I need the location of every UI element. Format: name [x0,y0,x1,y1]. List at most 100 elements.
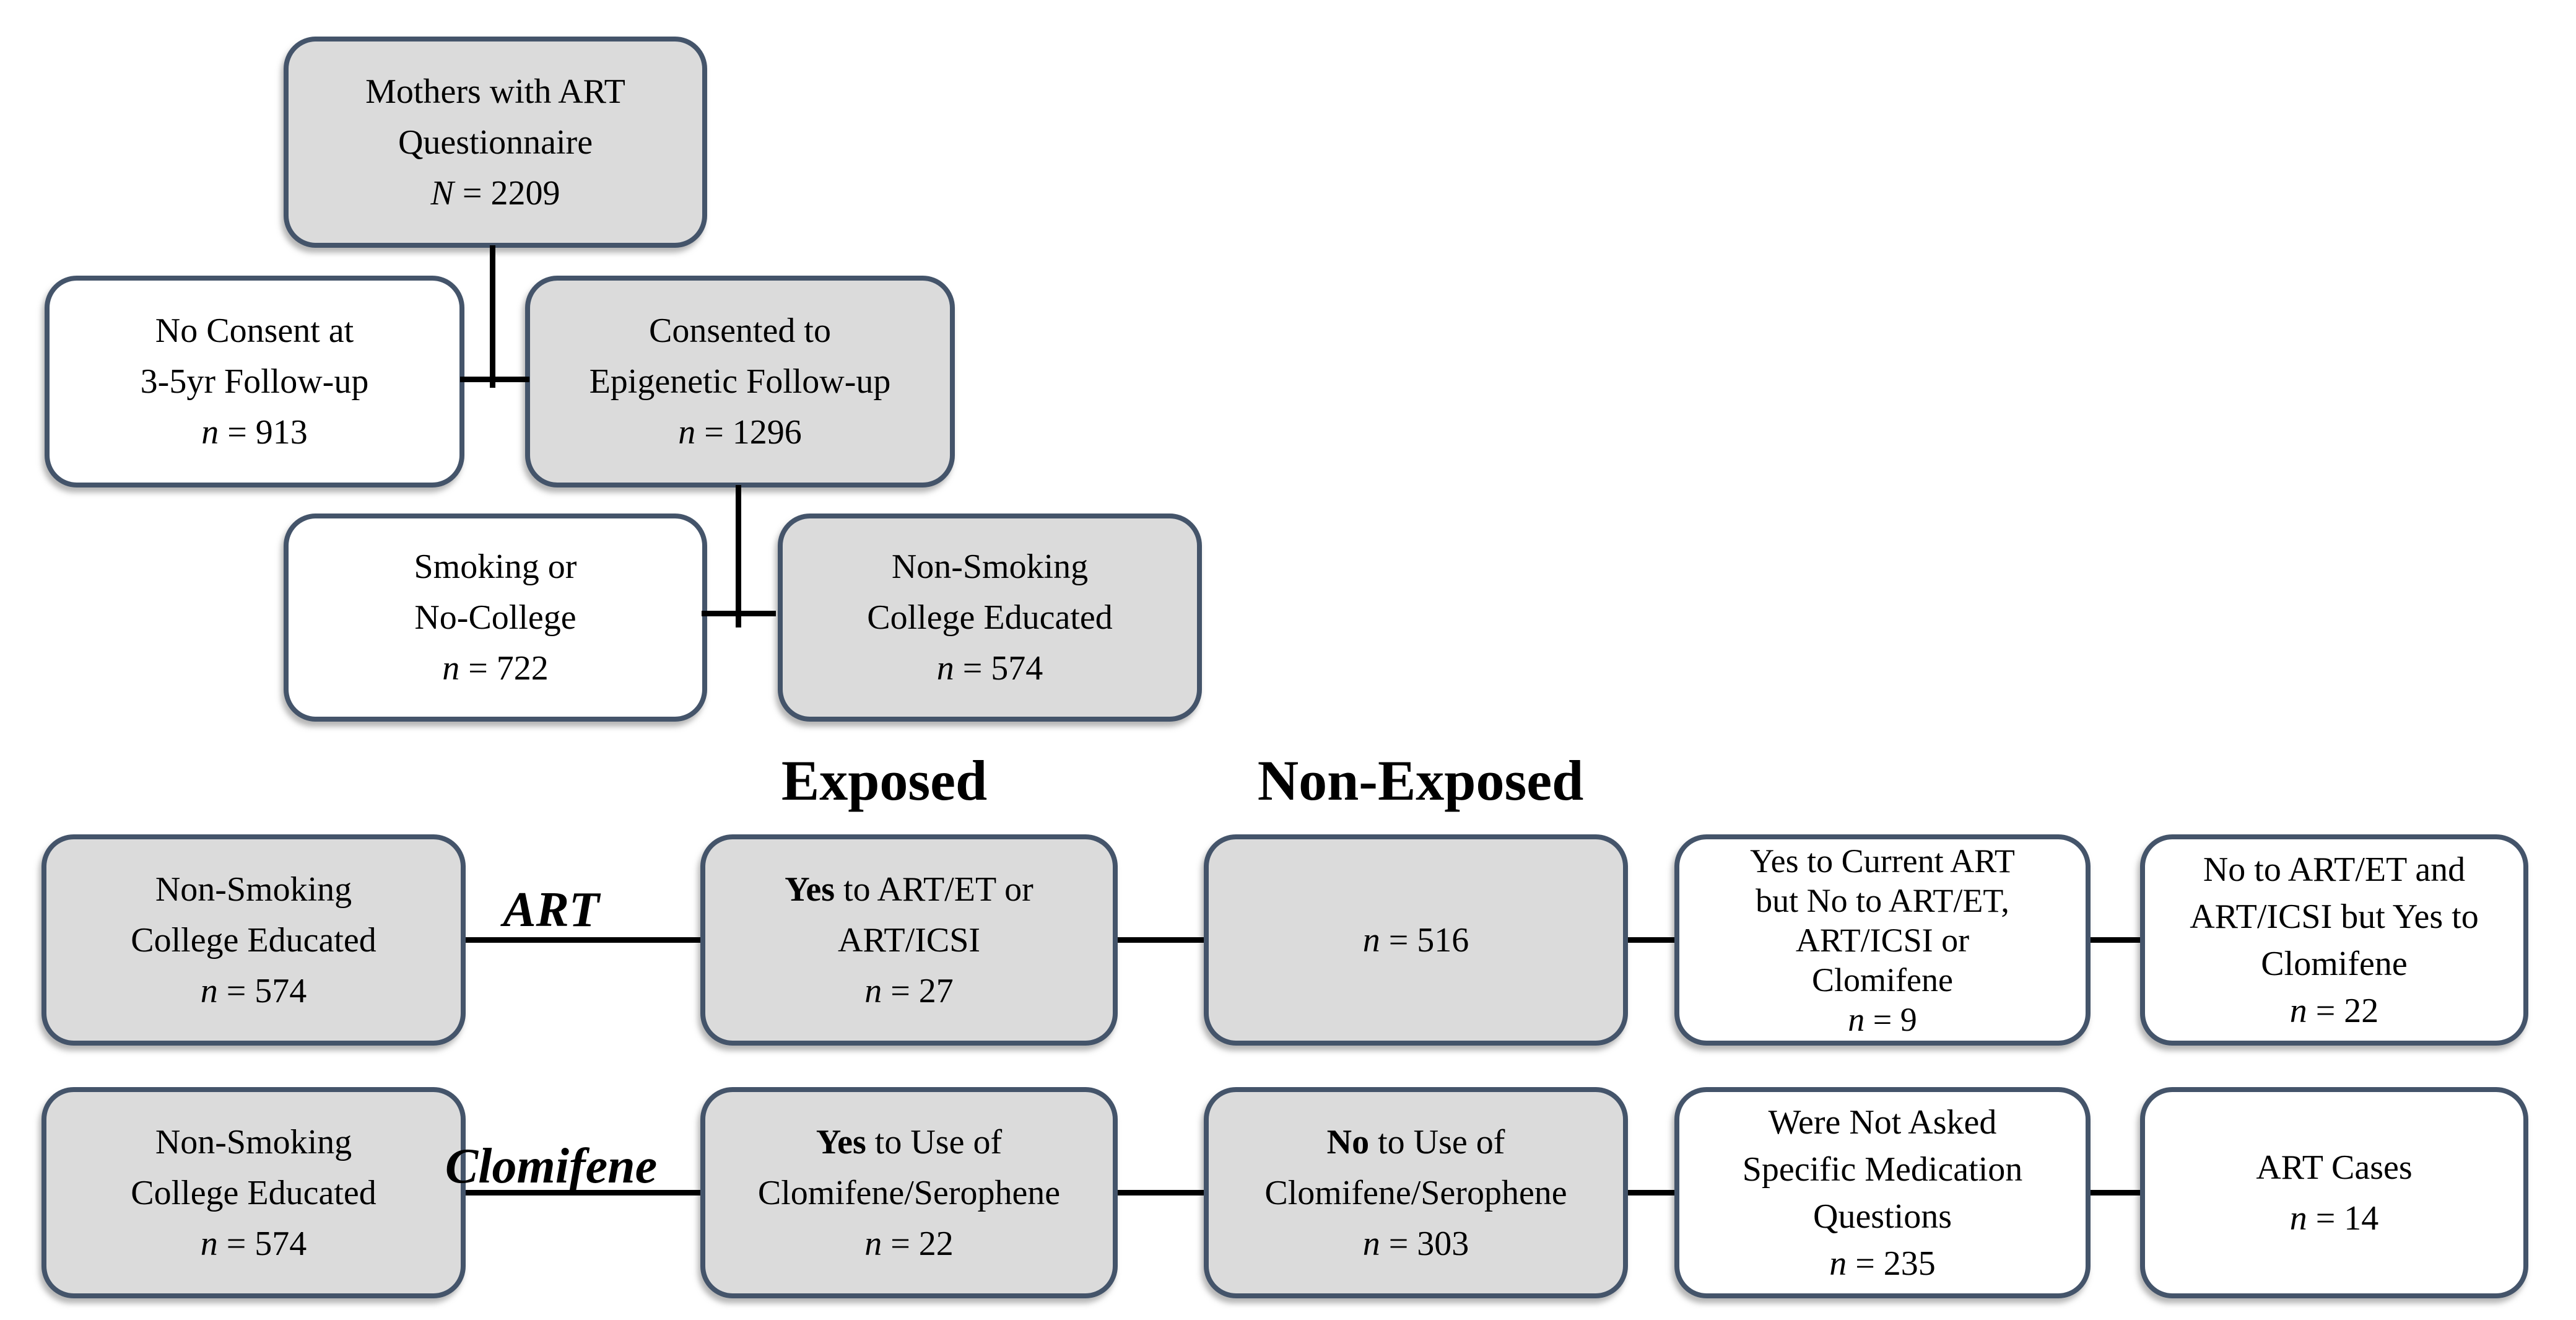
box-text-line: Questions [1813,1197,1952,1236]
box-art-cases: ART Cases n = 14 [2140,1087,2528,1298]
box-art-current-art-only: Yes to Current ART but No to ART/ET, ART… [1674,834,2091,1046]
box-n-line: N = 2209 [431,168,560,219]
box-text-line: but No to ART/ET, [1756,881,2009,919]
box-text-line: Consented to [649,312,831,350]
n-value: = 9 [1873,1000,1917,1038]
box-art-exposed: Yes to ART/ET or ART/ICSI n = 27 [700,834,1118,1046]
box-n-line: n = 27 [864,966,954,1016]
box-text-line: Specific Medication [1742,1150,2023,1189]
n-symbol: n [1362,1224,1380,1263]
bold-word: Yes [785,870,835,909]
connector-row2-horizontal [702,611,776,616]
header-exposed: Exposed [781,749,988,812]
box-art-non-exposed: n = 516 [1204,834,1628,1046]
n-symbol: n [201,413,219,452]
box-n-line: n = 722 [442,643,549,694]
box-text-line: No-College [414,598,577,637]
box-mothers-with-art: Mothers with ART Questionnaire N = 2209 [284,37,707,248]
box-n-line: n = 516 [1363,915,1469,966]
box-text-line: ART/ICSI but Yes to [2190,897,2479,936]
connector-row1-horizontal [460,377,529,382]
n-symbol: n [2289,1199,2307,1238]
n-value: = 235 [1855,1244,1936,1283]
box-no-consent: No Consent at 3-5yr Follow-up n = 913 [45,276,464,487]
box-text-line: College Educated [867,598,1113,637]
bold-word: No [1326,1122,1370,1161]
n-value: = 14 [2315,1199,2379,1238]
bold-word: Yes [816,1122,866,1161]
n-value: = 574 [226,971,307,1010]
connector-art-excl1-excl2 [2091,937,2140,943]
connector-art-source-exposed [466,937,700,943]
connector-art-exposed-nonexposed [1118,937,1204,943]
box-text-line: Yes to Use of [816,1117,1002,1168]
box-n-line: n = 9 [1848,1000,1917,1039]
box-text-line: Mothers with ART [365,72,625,111]
connector-clo-exposed-nonexposed [1118,1190,1204,1195]
n-symbol: n [936,649,954,688]
n-symbol: n [678,413,696,452]
box-text-line: Were Not Asked [1768,1103,1997,1142]
box-n-line: n = 14 [2290,1193,2379,1244]
box-text-line: No to ART/ET and [2203,850,2466,889]
box-text-line: College Educated [131,920,376,959]
connector-clo-excl1-excl2 [2091,1190,2140,1195]
box-text-line: No Consent at [155,312,354,350]
n-symbol: N [430,173,454,212]
n-symbol: n [864,971,882,1010]
n-value: = 722 [468,649,549,688]
box-text-line: Clomifene/Serophene [757,1173,1061,1212]
text-rest: to ART/ET or [835,870,1033,909]
box-text-line: Yes to Current ART [1750,842,2015,880]
box-n-line: n = 22 [864,1218,954,1269]
n-value: = 2209 [462,173,560,212]
box-text-line: Epigenetic Follow-up [589,362,891,401]
box-smoking-no-college: Smoking or No-College n = 722 [284,514,707,722]
n-symbol: n [864,1224,882,1263]
n-value: = 22 [890,1224,954,1263]
box-n-line: n = 574 [937,643,1043,694]
n-value: = 913 [227,413,308,452]
text-rest: to Use of [1369,1122,1505,1161]
n-value: = 27 [890,971,954,1010]
box-n-line: n = 574 [201,966,307,1016]
n-symbol: n [442,649,460,688]
n-value: = 22 [2315,991,2379,1030]
box-n-line: n = 235 [1829,1240,1936,1287]
row-label-art: ART [503,883,599,937]
n-symbol: n [1848,1000,1865,1038]
box-text-line: 3-5yr Follow-up [140,362,369,401]
row-label-clomifene: Clomifene [445,1139,658,1194]
connector-mothers-down [490,245,495,388]
n-value: = 516 [1388,920,1469,959]
box-n-line: n = 22 [2290,987,2379,1034]
n-value: = 303 [1388,1224,1469,1263]
box-non-smoking-college: Non-Smoking College Educated n = 574 [778,514,1202,722]
connector-art-nonexposed-excl1 [1628,937,1674,943]
box-text-line: ART/ICSI [838,920,980,959]
box-text-line: ART/ICSI or [1795,921,1970,959]
box-text-line: Smoking or [414,548,577,586]
box-text-line: College Educated [131,1173,376,1212]
box-n-line: n = 913 [201,407,308,458]
text-rest: to Use of [866,1122,1003,1161]
n-symbol: n [1829,1244,1847,1283]
header-non-exposed: Non-Exposed [1257,749,1584,812]
box-text-line: No to Use of [1327,1117,1505,1168]
connector-consented-down [736,485,741,627]
box-n-line: n = 574 [201,1218,307,1269]
n-value: = 574 [226,1224,307,1263]
box-text-line: Questionnaire [398,123,593,162]
box-consented-epigenetic: Consented to Epigenetic Follow-up n = 12… [525,276,955,487]
box-art-clomifene-yes: No to ART/ET and ART/ICSI but Yes to Clo… [2140,834,2528,1046]
n-value: = 574 [962,649,1043,688]
box-art-source: Non-Smoking College Educated n = 574 [41,834,466,1046]
box-text-line: Non-Smoking [155,1122,352,1161]
box-n-line: n = 1296 [678,407,802,458]
box-text-line: ART Cases [2256,1148,2413,1187]
box-text-line: Clomifene [1812,961,1953,999]
n-symbol: n [200,1224,218,1263]
box-text-line: Non-Smoking [891,548,1089,586]
n-value: = 1296 [704,413,802,452]
